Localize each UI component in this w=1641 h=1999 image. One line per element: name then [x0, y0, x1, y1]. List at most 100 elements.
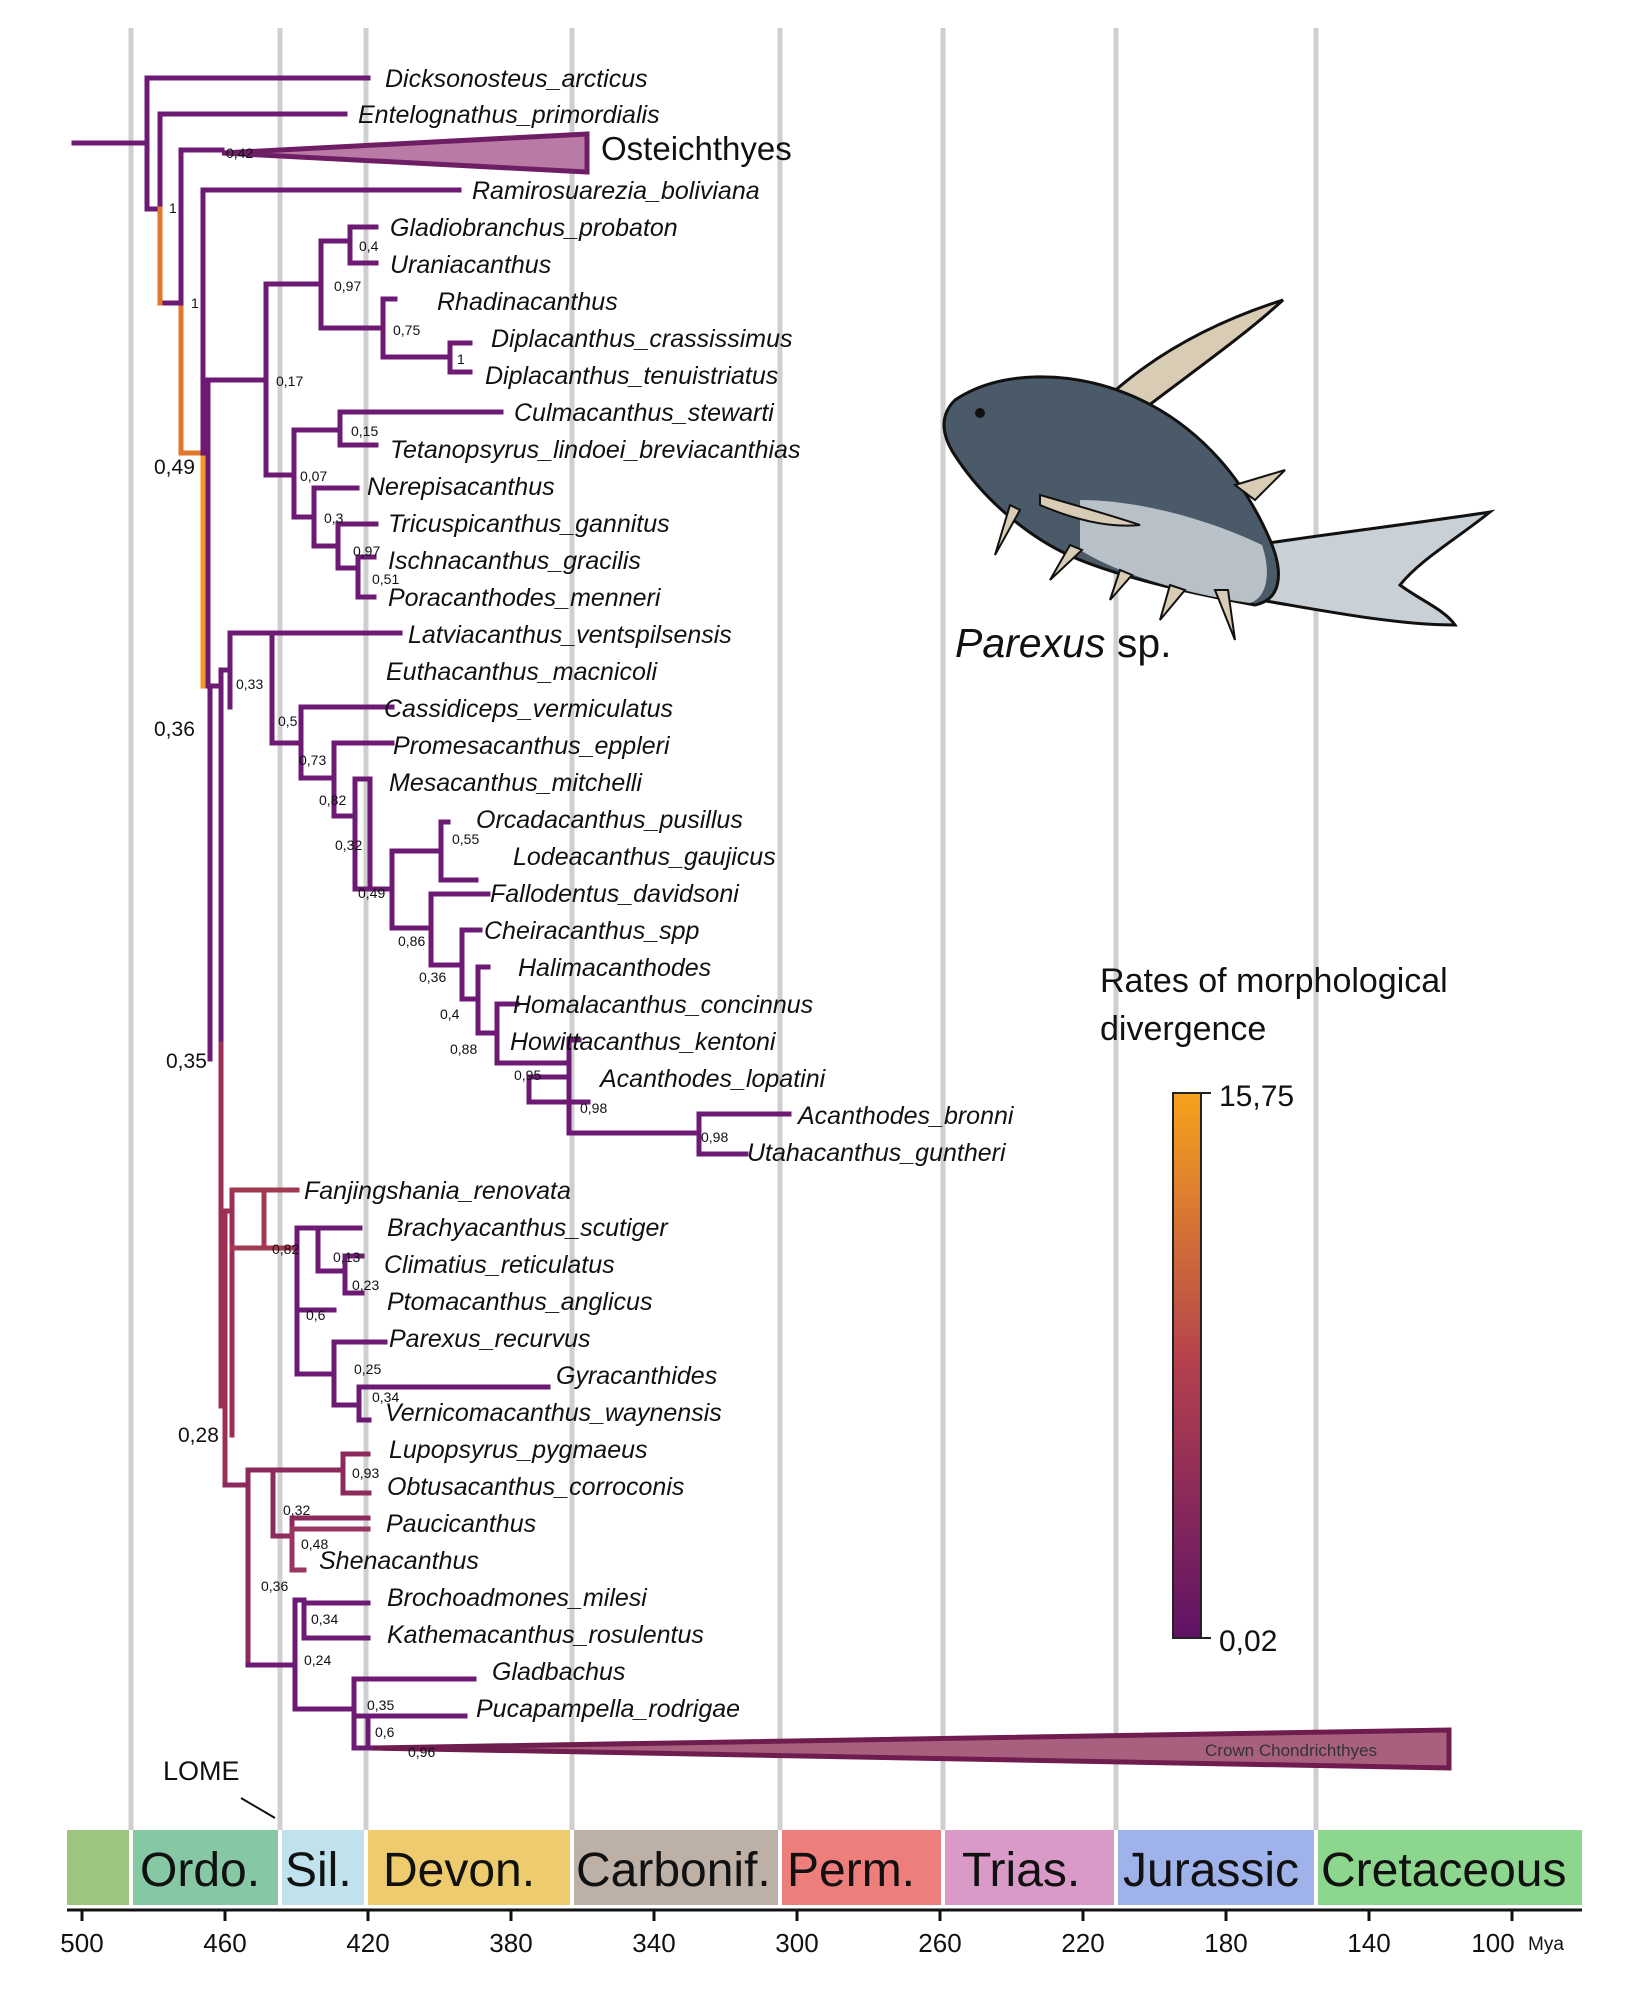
support-value: 0,95 — [514, 1067, 541, 1083]
support-value: 1 — [169, 200, 177, 216]
period-label: Carbonif. — [576, 1844, 771, 1897]
period-label: Ordo. — [140, 1844, 260, 1897]
support-value: 0,93 — [352, 1465, 379, 1481]
support-value: 0,88 — [450, 1041, 477, 1057]
period-block — [280, 1830, 366, 1905]
taxon-label: Ischnacanthus_gracilis — [388, 547, 641, 575]
taxon-label: Cassidiceps_vermiculatus — [384, 695, 673, 723]
taxon-label: Paucicanthus — [386, 1510, 536, 1538]
support-value: 0,15 — [351, 423, 378, 439]
support-value-large: 0,36 — [154, 718, 195, 741]
period-block — [1116, 1830, 1316, 1905]
support-value: 0,36 — [419, 969, 446, 985]
taxon-label: Acanthodes_lopatini — [598, 1065, 827, 1093]
support-value: 0,32 — [283, 1502, 310, 1518]
period-block — [943, 1830, 1116, 1905]
support-value: 1 — [191, 295, 199, 311]
axis-tick-label: 460 — [203, 1928, 246, 1958]
taxon-label: Gladiobranchus_probaton — [390, 214, 678, 242]
taxon-label: Tetanopsyrus_lindoei_breviacanthias — [390, 436, 800, 464]
fish-dorsal-spine — [1107, 298, 1285, 414]
support-value: 0,96 — [408, 1744, 435, 1760]
period-block — [1316, 1830, 1582, 1905]
taxon-label: Uraniacanthus — [390, 251, 551, 279]
taxon-label: Nerepisacanthus — [367, 473, 555, 501]
support-value: 0,82 — [319, 792, 346, 808]
support-value: 0,97 — [334, 278, 361, 294]
taxon-label: Culmacanthus_stewarti — [514, 399, 775, 427]
taxon-label: Brachyacanthus_scutiger — [387, 1214, 669, 1242]
period-block — [572, 1830, 780, 1905]
support-value: 0,82 — [272, 1241, 299, 1257]
axis-tick-label: 140 — [1347, 1928, 1390, 1958]
period-label: Trias. — [962, 1844, 1080, 1897]
period-boundary-lines — [128, 28, 1319, 1835]
rate-legend: Rates of morphological divergence 15,75 … — [1100, 962, 1448, 1658]
taxon-label: Acanthodes_bronni — [796, 1102, 1015, 1130]
taxon-label: Lupopsyrus_pygmaeus — [389, 1436, 648, 1464]
support-value: 0,25 — [354, 1361, 381, 1377]
axis-tick-label: 380 — [489, 1928, 532, 1958]
parexus-illustration — [942, 298, 1496, 641]
period-label: Devon. — [383, 1844, 535, 1897]
axis-tick-label: 500 — [60, 1928, 103, 1958]
legend-max-label: 15,75 — [1219, 1080, 1294, 1113]
taxon-label: Cheiracanthus_spp — [484, 917, 700, 945]
legend-title-line1: Rates of morphological — [1100, 962, 1448, 1000]
taxon-label: Halimacanthodes — [518, 954, 711, 982]
axis-tick-label: 420 — [346, 1928, 389, 1958]
period-block — [67, 1830, 131, 1905]
support-value: 0,55 — [452, 831, 479, 847]
crown-chondrichthyes-clade-label: Crown Chondrichthyes — [1205, 1741, 1377, 1760]
taxon-label: Promesacanthus_eppleri — [393, 732, 671, 760]
period-label: Cretaceous — [1321, 1844, 1566, 1897]
taxon-label: Kathemacanthus_rosulentus — [387, 1621, 704, 1649]
taxon-label: Vernicomacanthus_waynensis — [385, 1399, 722, 1427]
period-block — [366, 1830, 572, 1905]
taxon-label: Fanjingshania_renovata — [304, 1177, 571, 1205]
support-value-large: 0,28 — [178, 1424, 219, 1447]
period-label: Perm. — [787, 1844, 915, 1897]
support-value: 0,86 — [398, 933, 425, 949]
support-value: 0,34 — [372, 1389, 399, 1405]
taxon-label: Pucapampella_rodrigae — [476, 1695, 740, 1723]
axis-tick-label: 100 — [1471, 1928, 1514, 1958]
axis-unit-label: Mya — [1528, 1934, 1564, 1955]
taxon-label: Brochoadmones_milesi — [387, 1584, 648, 1612]
osteichthyes-clade-triangle — [221, 131, 590, 175]
geologic-timescale-bar: Ordo. Sil. Devon. Carbonif. Perm. Trias.… — [67, 1830, 1582, 1905]
support-value: 0,4 — [359, 238, 379, 254]
support-value: 0,98 — [701, 1129, 728, 1145]
time-axis: 500 460 420 380 340 300 260 220 180 140 … — [60, 1908, 1582, 1958]
node-supports: 0,42 1 1 0,4 0,97 0,75 1 0,17 0,15 0,07 … — [154, 145, 728, 1760]
axis-tick-label: 220 — [1061, 1928, 1104, 1958]
taxon-label: Obtusacanthus_corroconis — [387, 1473, 684, 1501]
support-value: 0,48 — [301, 1536, 328, 1552]
taxon-label: Gyracanthides — [556, 1362, 717, 1390]
support-value: 0,33 — [236, 676, 263, 692]
support-value: 0,42 — [226, 145, 253, 161]
taxon-label: Gladbachus — [492, 1658, 625, 1686]
fish-ventral-spines — [994, 503, 1236, 641]
taxon-label: Euthacanthus_macnicoli — [386, 658, 658, 686]
support-value-large: 0,35 — [166, 1050, 207, 1073]
fish-second-dorsal — [1232, 469, 1286, 502]
support-value: 0,24 — [304, 1652, 331, 1668]
taxon-label: Shenacanthus — [319, 1547, 479, 1575]
osteichthyes-clade-label: Osteichthyes — [601, 130, 792, 167]
support-value: 0,51 — [372, 571, 399, 587]
period-label: Sil. — [285, 1844, 352, 1897]
taxon-label: Fallodentus_davidsoni — [490, 880, 740, 908]
taxon-label: Mesacanthus_mitchelli — [389, 769, 643, 797]
taxon-label: Dicksonosteus_arcticus — [385, 65, 648, 93]
lome-pointer — [240, 1797, 276, 1819]
support-value: 0,13 — [333, 1249, 360, 1265]
support-value: 0,07 — [300, 468, 327, 484]
period-block — [131, 1830, 280, 1905]
period-block — [780, 1830, 943, 1905]
support-value: 0,17 — [276, 373, 303, 389]
tree-branches — [71, 75, 792, 1751]
taxon-label: Howittacanthus_kentoni — [510, 1028, 777, 1056]
support-value-large: 0,49 — [154, 456, 195, 479]
